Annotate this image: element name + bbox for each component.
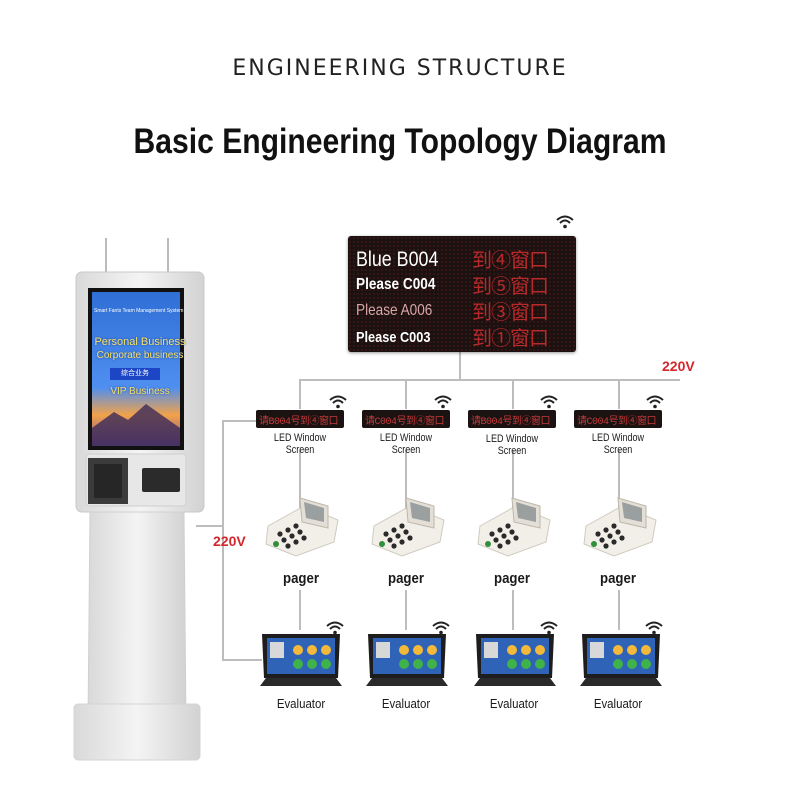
wire-unit-3b bbox=[512, 590, 514, 630]
led-window-screen-1: 请B004号到④窗口 bbox=[256, 410, 344, 428]
wire-top-bus bbox=[299, 379, 680, 381]
wifi-icon bbox=[329, 395, 347, 409]
evaluator-device-3[interactable] bbox=[472, 630, 558, 688]
led-window-label-4: LED Window Screen bbox=[591, 432, 645, 456]
wifi-icon bbox=[540, 621, 558, 635]
kiosk-menu-general[interactable]: 综合业务 bbox=[110, 368, 160, 380]
wire-unit-1b bbox=[299, 590, 301, 630]
led-window-label-2: LED Window Screen bbox=[379, 432, 433, 456]
evaluator-label-4: Evaluator bbox=[593, 696, 643, 711]
wifi-icon bbox=[556, 215, 574, 229]
wifi-icon bbox=[432, 621, 450, 635]
led-window-text-4: 请C004号到④窗口 bbox=[577, 417, 657, 428]
led-window-screen-3: 请B004号到④窗口 bbox=[468, 410, 556, 428]
wire-drop-3 bbox=[512, 379, 514, 409]
wire-unit-4 bbox=[618, 450, 620, 510]
board-line-1: Blue B004 bbox=[356, 248, 439, 271]
wire-unit-3 bbox=[512, 450, 514, 510]
kiosk-screen-title: Smart Fants Team Management System bbox=[94, 308, 184, 314]
board-line-4: Please C003 bbox=[356, 329, 431, 346]
pager-label-2: pager bbox=[388, 570, 424, 587]
board-row-2: 到⑤窗口 bbox=[472, 276, 549, 298]
wire-unit-1 bbox=[299, 450, 301, 510]
wifi-icon bbox=[646, 395, 664, 409]
wire-unit-2 bbox=[405, 450, 407, 510]
led-window-screen-4: 请C004号到④窗口 bbox=[574, 410, 662, 428]
voltage-label-top: 220V bbox=[662, 358, 695, 374]
wire-evaluator-row bbox=[222, 659, 262, 661]
voltage-label-left: 220V bbox=[213, 533, 246, 549]
led-window-text-3: 请B004号到④窗口 bbox=[471, 417, 551, 428]
led-window-label-1: LED Window Screen bbox=[273, 432, 327, 456]
led-window-text-2: 请C004号到④窗口 bbox=[365, 417, 445, 428]
board-line-3: Please A006 bbox=[356, 302, 433, 319]
evaluator-label-3: Evaluator bbox=[489, 696, 539, 711]
wire-drop-1 bbox=[299, 379, 301, 409]
pager-label-4: pager bbox=[600, 570, 636, 587]
board-row-1: 到④窗口 bbox=[472, 250, 549, 272]
pager-device-4[interactable] bbox=[580, 492, 660, 558]
main-title: Basic Engineering Topology Diagram bbox=[133, 122, 667, 161]
led-dot-matrix bbox=[348, 236, 576, 352]
led-window-label-3: LED Window Screen bbox=[485, 433, 539, 457]
main-led-board: Blue B004 Please C004 Please A006 Please… bbox=[348, 236, 576, 352]
wifi-icon bbox=[434, 395, 452, 409]
evaluator-device-4[interactable] bbox=[578, 630, 664, 688]
kiosk-machine bbox=[73, 238, 205, 761]
evaluator-device-1[interactable] bbox=[258, 630, 344, 688]
wire-led-row bbox=[222, 420, 256, 422]
wire-board-drop bbox=[459, 352, 461, 380]
wire-kiosk-link bbox=[196, 525, 224, 527]
board-row-3: 到③窗口 bbox=[472, 302, 549, 324]
pager-label-1: pager bbox=[283, 570, 319, 587]
header-title: ENGINEERING STRUCTURE bbox=[232, 56, 568, 81]
evaluator-label-1: Evaluator bbox=[276, 696, 326, 711]
wire-drop-4 bbox=[618, 379, 620, 409]
evaluator-label-2: Evaluator bbox=[381, 696, 431, 711]
kiosk-menu-corporate[interactable]: Corporate business bbox=[96, 350, 184, 361]
led-window-screen-2: 请C004号到④窗口 bbox=[362, 410, 450, 428]
kiosk-menu-vip[interactable]: VIP Business bbox=[110, 386, 170, 397]
wifi-icon bbox=[540, 395, 558, 409]
pager-device-1[interactable] bbox=[262, 492, 342, 558]
board-line-2: Please C004 bbox=[356, 276, 436, 293]
pager-device-2[interactable] bbox=[368, 492, 448, 558]
wire-drop-2 bbox=[405, 379, 407, 409]
wire-unit-4b bbox=[618, 590, 620, 630]
led-window-text-1: 请B004号到④窗口 bbox=[259, 417, 339, 428]
wire-left-vertical bbox=[222, 420, 224, 660]
pager-label-3: pager bbox=[494, 570, 530, 587]
board-row-4: 到①窗口 bbox=[472, 328, 549, 350]
pager-device-3[interactable] bbox=[474, 492, 554, 558]
wifi-icon bbox=[326, 621, 344, 635]
evaluator-device-2[interactable] bbox=[364, 630, 450, 688]
kiosk-menu-personal[interactable]: Personal Business bbox=[94, 336, 186, 348]
wire-unit-2b bbox=[405, 590, 407, 630]
wifi-icon bbox=[645, 621, 663, 635]
